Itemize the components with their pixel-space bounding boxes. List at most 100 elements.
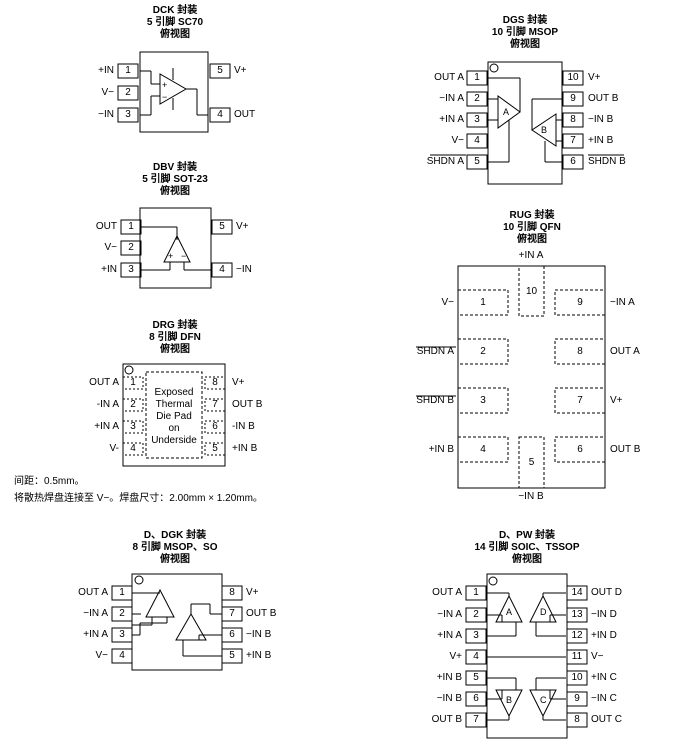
rug-view: 俯视图 xyxy=(517,234,547,245)
d8-package xyxy=(111,573,243,671)
dbv-pin-label: OUT xyxy=(95,221,117,232)
d14-pin-num: 14 xyxy=(571,587,583,598)
d8-pin-label: V+ xyxy=(246,587,259,598)
rug-pin-num: 5 xyxy=(528,457,535,468)
dgs-pin-num: 6 xyxy=(570,156,576,167)
drg-pin-label: OUT B xyxy=(232,399,263,410)
dgs-pin-num: 7 xyxy=(570,135,576,146)
dbv-opamp-symbol xyxy=(163,234,191,263)
dgs-title: DGS 封装 xyxy=(502,15,548,26)
drg-subtitle: 8 引脚 DFN xyxy=(149,332,201,343)
dck-package xyxy=(117,51,231,133)
drg-note-pad: 将散热焊盘连接至 V−。焊盘尺寸：2.00mm × 1.20mm。 xyxy=(14,493,263,504)
drg-pin-label: +IN A xyxy=(94,421,119,432)
dgs-view: 俯视图 xyxy=(510,39,540,50)
drg-pad-text: Exposed xyxy=(154,387,194,398)
d14-pin-label: −IN B xyxy=(436,693,462,704)
d14-opamp-c xyxy=(529,689,557,718)
dck-pin-num: 5 xyxy=(217,65,223,76)
d8-pin-num: 7 xyxy=(229,608,235,619)
dgs-pin-label: +IN A xyxy=(439,114,464,125)
dck-pin-num: 2 xyxy=(125,87,131,98)
rug-pin-num: 10 xyxy=(525,286,538,297)
rug-pin-num: 1 xyxy=(480,297,486,308)
rug-pin-num: 2 xyxy=(480,346,486,357)
drg-pin-num: 1 xyxy=(130,377,136,388)
dgs-opamp-b-label: B xyxy=(541,125,548,135)
dbv-package xyxy=(120,207,233,289)
dck-subtitle: 5 引脚 SC70 xyxy=(146,17,204,28)
drg-pin-label: V+ xyxy=(232,377,245,388)
d14-pin-num: 6 xyxy=(473,693,479,704)
rug-pin-num: 9 xyxy=(577,297,583,308)
drg-pad-text: Die Pad xyxy=(156,411,192,422)
dck-opamp-symbol xyxy=(159,73,188,105)
drg-title: DRG 封装 xyxy=(152,320,198,331)
d14-pin-num: 1 xyxy=(473,587,479,598)
d14-pin-label: −IN D xyxy=(591,609,617,620)
dgs-pin-num: 10 xyxy=(567,72,579,83)
d14-opamp-b-label: B xyxy=(506,695,513,705)
drg-pin-num: 4 xyxy=(130,443,136,454)
d14-pin-num: 4 xyxy=(473,651,479,662)
dbv-view: 俯视图 xyxy=(160,186,190,197)
dck-pin-label: +IN xyxy=(98,65,114,76)
rug-pin-label: OUT A xyxy=(610,346,640,357)
dbv-pin-num: 4 xyxy=(219,264,225,275)
dbv-pin-label: +IN xyxy=(101,264,117,275)
rug-pin-num: 3 xyxy=(480,395,486,406)
d14-pin-num: 12 xyxy=(571,630,583,641)
drg-pin-num: 7 xyxy=(212,399,218,410)
rug-package xyxy=(416,265,606,489)
d8-pin-num: 1 xyxy=(119,587,125,598)
d8-pin-label: +IN A xyxy=(83,629,108,640)
dck-pin-label: V− xyxy=(101,87,114,98)
d14-pin-label: +IN C xyxy=(591,672,617,683)
d14-pin-num: 13 xyxy=(571,609,583,620)
d14-pin-label: −IN A xyxy=(437,609,462,620)
d8-pin-num: 8 xyxy=(229,587,235,598)
d8-opamp-b xyxy=(175,612,207,641)
d14-pin-label: OUT B xyxy=(431,714,462,725)
dgs-pin-num: 5 xyxy=(474,156,480,167)
dbv-pin-label: V− xyxy=(104,242,117,253)
d14-pin-num: 7 xyxy=(473,714,479,725)
dbv-pin-label: V+ xyxy=(236,221,249,232)
d8-pin-num: 4 xyxy=(119,650,125,661)
rug-pin-label: OUT B xyxy=(610,444,641,455)
d14-pin-label: +IN A xyxy=(437,630,462,641)
d14-title: D、PW 封装 xyxy=(498,530,556,541)
dgs-pin-label: OUT A xyxy=(434,72,464,83)
d8-pin-label: −IN A xyxy=(83,608,108,619)
dck-plus: + xyxy=(162,80,168,90)
dck-pin-label: OUT xyxy=(234,109,256,120)
drg-pin-num: 2 xyxy=(130,399,136,410)
drg-pin-num: 3 xyxy=(130,421,136,432)
d14-pin-label: OUT D xyxy=(591,587,622,598)
drg-pad-text: Thermal xyxy=(155,399,193,410)
dgs-pin-num: 9 xyxy=(570,93,576,104)
d8-pin-label: −IN B xyxy=(246,629,272,640)
d14-opamp-b xyxy=(495,689,523,718)
dck-view: 俯视图 xyxy=(160,29,190,40)
drg-pad-text: Underside xyxy=(151,435,197,446)
dbv-pin-num: 3 xyxy=(128,264,134,275)
drg-note-pitch: 间距：0.5mm。 xyxy=(14,476,85,487)
drg-pin-label: -IN A xyxy=(96,399,119,410)
rug-pin-label: SHDN A xyxy=(416,346,454,357)
drg-package xyxy=(122,363,226,467)
d14-pin-num: 8 xyxy=(574,714,580,725)
rug-pin-label: −IN B xyxy=(518,491,544,502)
drg-pin-label: -IN B xyxy=(232,421,255,432)
dbv-subtitle: 5 引脚 SOT-23 xyxy=(142,174,208,185)
d14-view: 俯视图 xyxy=(512,554,542,565)
drg-view: 俯视图 xyxy=(160,344,190,355)
d8-pin-num: 5 xyxy=(229,650,235,661)
d14-opamp-c-label: C xyxy=(540,695,547,705)
dbv-pin-num: 1 xyxy=(128,221,134,232)
d8-pin-num: 2 xyxy=(119,608,125,619)
dck-pin-num: 3 xyxy=(125,109,131,120)
dbv-minus: − xyxy=(181,251,187,261)
d14-pin-label: OUT C xyxy=(591,714,622,725)
